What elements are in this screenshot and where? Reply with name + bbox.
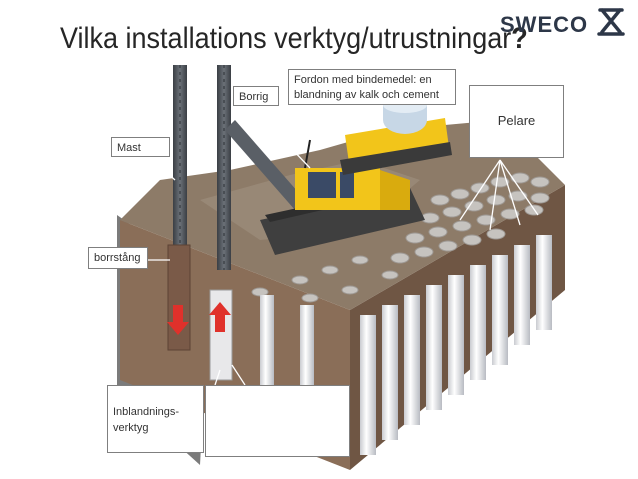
sweco-logo-icon bbox=[597, 8, 625, 36]
page-title: Vilka installations verktyg/utrustningar… bbox=[60, 22, 528, 56]
title-text: Vilka installations verktyg/utrustningar bbox=[60, 22, 512, 55]
arrow-up-icon bbox=[209, 302, 231, 332]
binder-truck bbox=[340, 97, 452, 175]
drill-rod-left bbox=[167, 244, 191, 351]
mast-right bbox=[217, 65, 231, 270]
label-mast: Mast bbox=[111, 137, 170, 157]
logo-wordmark: SWECO bbox=[500, 12, 589, 37]
sweco-logo: SWECO bbox=[500, 6, 630, 40]
label-blank bbox=[205, 385, 350, 457]
label-fordon: Fordon med bindemedel: en blandning av k… bbox=[288, 69, 456, 105]
label-borrig: Borrig bbox=[233, 86, 279, 106]
installation-diagram bbox=[117, 65, 565, 470]
arrow-down-icon bbox=[167, 305, 189, 335]
column-tops bbox=[251, 172, 550, 303]
label-borrstang: borrstång bbox=[88, 247, 148, 269]
label-pelare: Pelare bbox=[469, 85, 564, 158]
mast-left bbox=[173, 65, 187, 255]
mast-boom bbox=[225, 120, 305, 210]
excavator bbox=[260, 139, 425, 255]
label-inblandning: Inblandnings-verktyg bbox=[107, 385, 204, 453]
title-question-mark: ? bbox=[511, 22, 528, 55]
